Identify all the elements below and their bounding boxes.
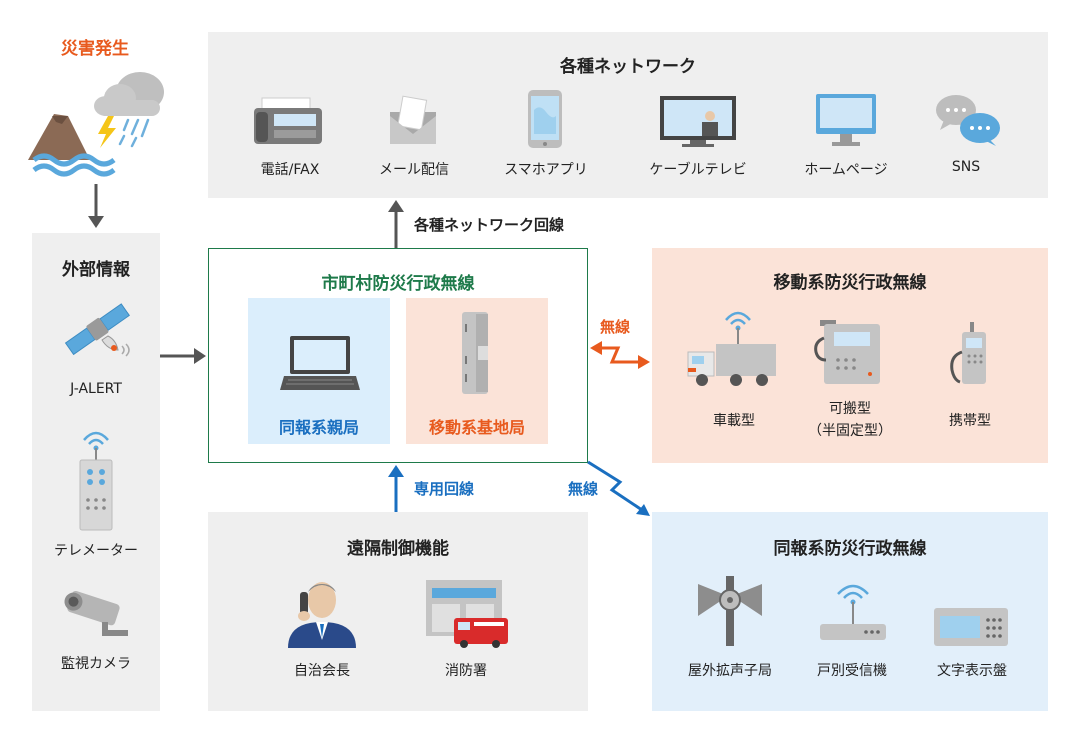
external-item-camera: 監視カメラ xyxy=(61,656,131,672)
disaster-icon xyxy=(28,72,164,177)
network-item-cable-tv: ケーブルテレビ xyxy=(649,162,747,178)
broadcast-item-outdoor-speaker: 屋外拡声子局 xyxy=(688,663,772,679)
laptop-icon xyxy=(280,336,360,390)
portable-radio-icon xyxy=(814,320,880,384)
person-phone-icon xyxy=(288,582,356,648)
satellite-icon xyxy=(64,303,130,357)
networks-panel: 各種ネットワーク xyxy=(208,32,1048,198)
broadcast-system-panel: 同報系防災行政無線 xyxy=(652,512,1048,711)
network-line-label: 各種ネットワーク回線 xyxy=(414,216,565,234)
telemeter-icon xyxy=(79,431,113,531)
network-item-sns: SNS xyxy=(951,159,981,175)
municipal-title: 市町村防災行政無線 xyxy=(321,274,475,294)
fax-icon xyxy=(254,97,322,144)
wireless-mobile-arrow xyxy=(590,341,650,369)
remote-control-panel: 遠隔制御機能 xyxy=(208,512,588,711)
smartphone-icon xyxy=(528,90,562,148)
wireless-broadcast-label: 無線 xyxy=(568,480,599,498)
mobile-item-semi-fixed: （半固定型） xyxy=(808,423,892,439)
parent-station-label: 同報系親局 xyxy=(278,418,360,437)
broadcast-item-text-display: 文字表示盤 xyxy=(937,663,1007,679)
external-item-telemeter: テレメーター xyxy=(54,543,138,559)
network-item-homepage: ホームページ xyxy=(804,162,888,178)
arrow-municipal-to-networks xyxy=(388,200,404,248)
networks-title: 各種ネットワーク xyxy=(560,57,696,77)
remote-item-fire-station: 消防署 xyxy=(445,663,487,679)
network-item-mail: メール配信 xyxy=(379,162,449,178)
chat-bubbles-icon xyxy=(936,95,1000,146)
external-item-jalert: J-ALERT xyxy=(70,381,122,397)
broadcast-system-title: 同報系防災行政無線 xyxy=(773,539,927,559)
network-item-fax: 電話/FAX xyxy=(260,162,320,178)
mobile-system-title: 移動系防災行政無線 xyxy=(773,273,927,293)
truck-icon xyxy=(687,311,776,386)
base-station-label: 移動系基地局 xyxy=(428,418,526,437)
network-item-smartphone-app: スマホアプリ xyxy=(504,162,588,178)
mobile-item-vehicle: 車載型 xyxy=(713,413,755,429)
remote-item-chairman: 自治会長 xyxy=(294,663,350,679)
monitor-icon xyxy=(816,94,876,146)
handheld-radio-icon xyxy=(950,322,986,384)
external-info-title: 外部情報 xyxy=(62,260,130,280)
home-receiver-icon xyxy=(820,584,886,640)
base-station-icon xyxy=(462,312,488,394)
arrow-external-to-municipal xyxy=(160,348,206,364)
mail-icon xyxy=(390,95,436,144)
arrow-disaster-to-external xyxy=(88,184,104,228)
fire-station-icon xyxy=(426,580,508,648)
tv-icon xyxy=(660,96,736,147)
dedicated-line-label: 専用回線 xyxy=(414,480,475,498)
mobile-item-handheld: 携帯型 xyxy=(949,413,991,429)
text-display-icon xyxy=(934,608,1008,646)
arrow-remote-to-municipal xyxy=(388,465,404,513)
wireless-mobile-label: 無線 xyxy=(600,318,631,336)
remote-control-title: 遠隔制御機能 xyxy=(347,539,449,559)
disaster-title: 災害発生 xyxy=(61,39,129,59)
mobile-item-portable: 可搬型 xyxy=(829,401,871,417)
camera-icon xyxy=(64,590,128,636)
broadcast-item-home-receiver: 戸別受信機 xyxy=(817,663,887,679)
wireless-broadcast-arrow xyxy=(587,460,650,516)
outdoor-speaker-icon xyxy=(698,576,762,646)
